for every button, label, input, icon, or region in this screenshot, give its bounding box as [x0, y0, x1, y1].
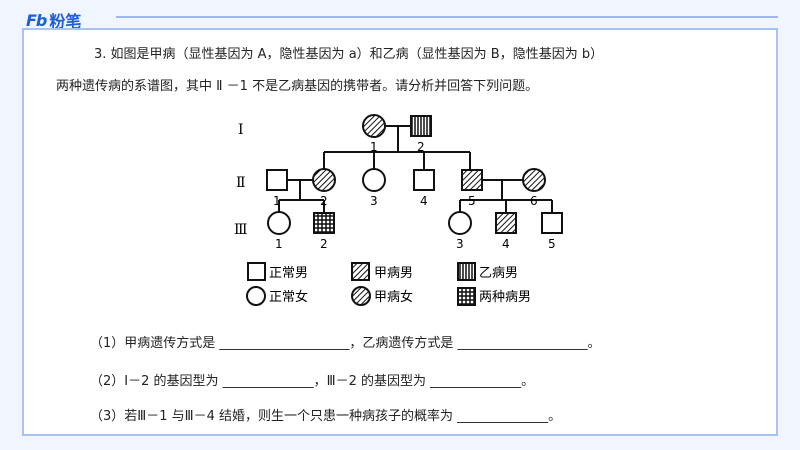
label-II-4: 4 [420, 194, 428, 208]
brand-logo: Fb 粉笔 [26, 8, 81, 32]
pedigree-chart: Ⅰ Ⅱ Ⅲ 1 2 [234, 114, 563, 306]
label-III-3: 3 [456, 237, 464, 251]
label-III-2: 2 [320, 237, 328, 251]
label-III-4: 4 [502, 237, 510, 251]
label-I-1: 1 [370, 140, 378, 154]
label-I-2: 2 [417, 140, 425, 154]
legend-disease-b-male: 乙病男 [479, 266, 518, 281]
legend-normal-female: 正常女 [269, 289, 308, 305]
legend-disease-a-female: 甲病女 [374, 289, 413, 305]
individual-II-4 [413, 169, 435, 191]
label-II-1: 1 [273, 194, 281, 208]
individual-II-5 [461, 169, 483, 191]
legend-normal-female-symbol [246, 286, 266, 306]
individual-III-3 [448, 211, 472, 235]
generation-label-1: Ⅰ [238, 122, 244, 138]
label-III-5: 5 [548, 237, 556, 251]
label-II-2: 2 [320, 194, 328, 208]
pedigree-lines [278, 125, 553, 212]
individual-III-5 [541, 212, 563, 234]
legend-normal-male-symbol [247, 262, 266, 281]
label-III-1: 1 [275, 237, 283, 251]
legend-disease-a-male-symbol [351, 262, 370, 281]
question-card: 3. 如图是甲病（显性基因为 A，隐性基因为 a）和乙病（显性基因为 B，隐性基… [22, 28, 778, 436]
legend-normal-male: 正常男 [269, 266, 308, 281]
question-text-line1: 3. 如图是甲病（显性基因为 A，隐性基因为 a）和乙病（显性基因为 B，隐性基… [94, 47, 604, 62]
individual-III-4 [495, 212, 517, 234]
generation-label-2: Ⅱ [236, 175, 246, 191]
legend-both-diseases-male: 两种病男 [479, 290, 531, 305]
individual-I-2 [410, 115, 432, 137]
brand-mark: Fb [26, 10, 47, 30]
subquestion-3: （3）若Ⅲ－1 与Ⅲ－4 结婚，则生一个只患一种病孩子的概率为 ________… [90, 409, 562, 424]
individual-III-2 [313, 212, 335, 234]
header-divider [116, 16, 778, 18]
label-II-5: 5 [468, 194, 476, 208]
individual-II-2 [312, 168, 336, 192]
legend-disease-a-male: 甲病男 [374, 266, 413, 281]
brand-name: 粉笔 [49, 12, 82, 31]
individual-I-1 [362, 114, 386, 138]
subquestion-2: （2）Ⅰ－2 的基因型为 ______________，Ⅲ－2 的基因型为 __… [90, 374, 535, 389]
legend-disease-b-male-symbol [457, 262, 476, 281]
question-text-line2: 两种遗传病的系谱图，其中 Ⅱ －1 不是乙病基因的携带者。请分析并回答下列问题。 [56, 79, 539, 94]
legend-both-diseases-male-symbol [457, 287, 476, 306]
subquestion-1: （1）甲病遗传方式是 ____________________，乙病遗传方式是 … [90, 336, 601, 351]
individual-II-1 [266, 169, 288, 191]
legend-disease-a-female-symbol [351, 286, 371, 306]
label-II-3: 3 [370, 194, 378, 208]
individual-II-6 [522, 168, 546, 192]
generation-label-3: Ⅲ [234, 222, 248, 238]
individual-II-3 [362, 168, 386, 192]
individual-III-1 [267, 211, 291, 235]
label-II-6: 6 [530, 194, 538, 208]
